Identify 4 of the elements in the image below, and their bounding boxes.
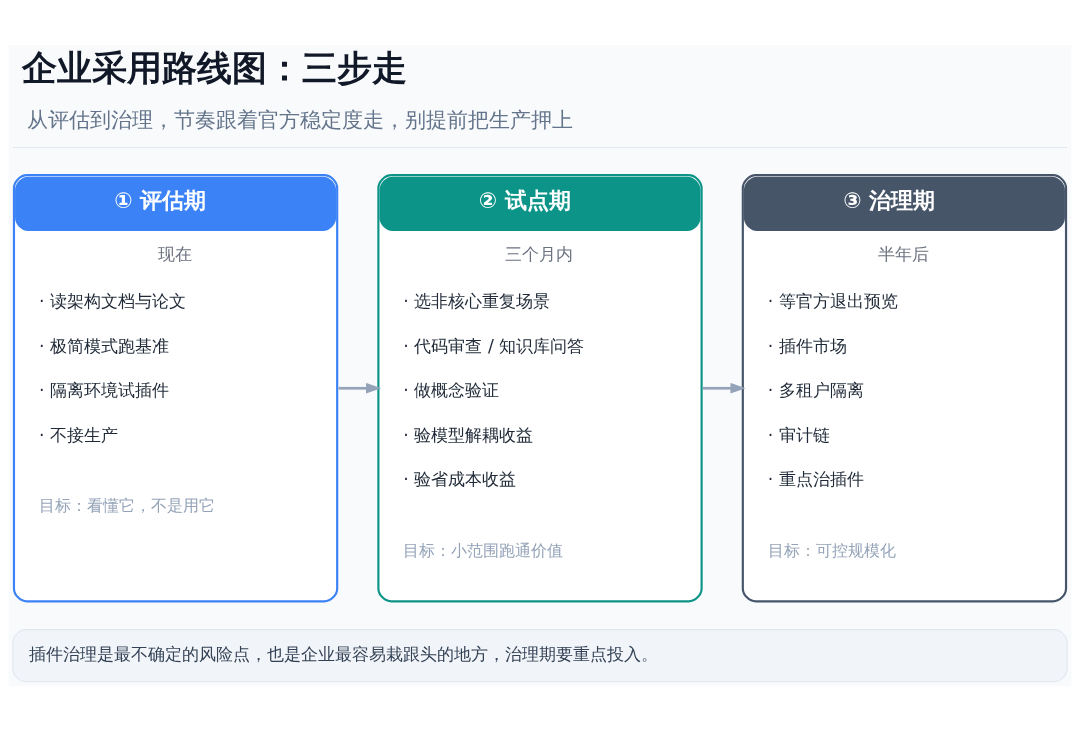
arrow [703, 382, 746, 394]
label: 从评估到治理，节奏跟着官方稳定度走，别提前把生产押上 [26, 108, 573, 133]
diagram-title: 企业采用路线图：三步走 [21, 48, 407, 89]
arrow [338, 382, 382, 394]
